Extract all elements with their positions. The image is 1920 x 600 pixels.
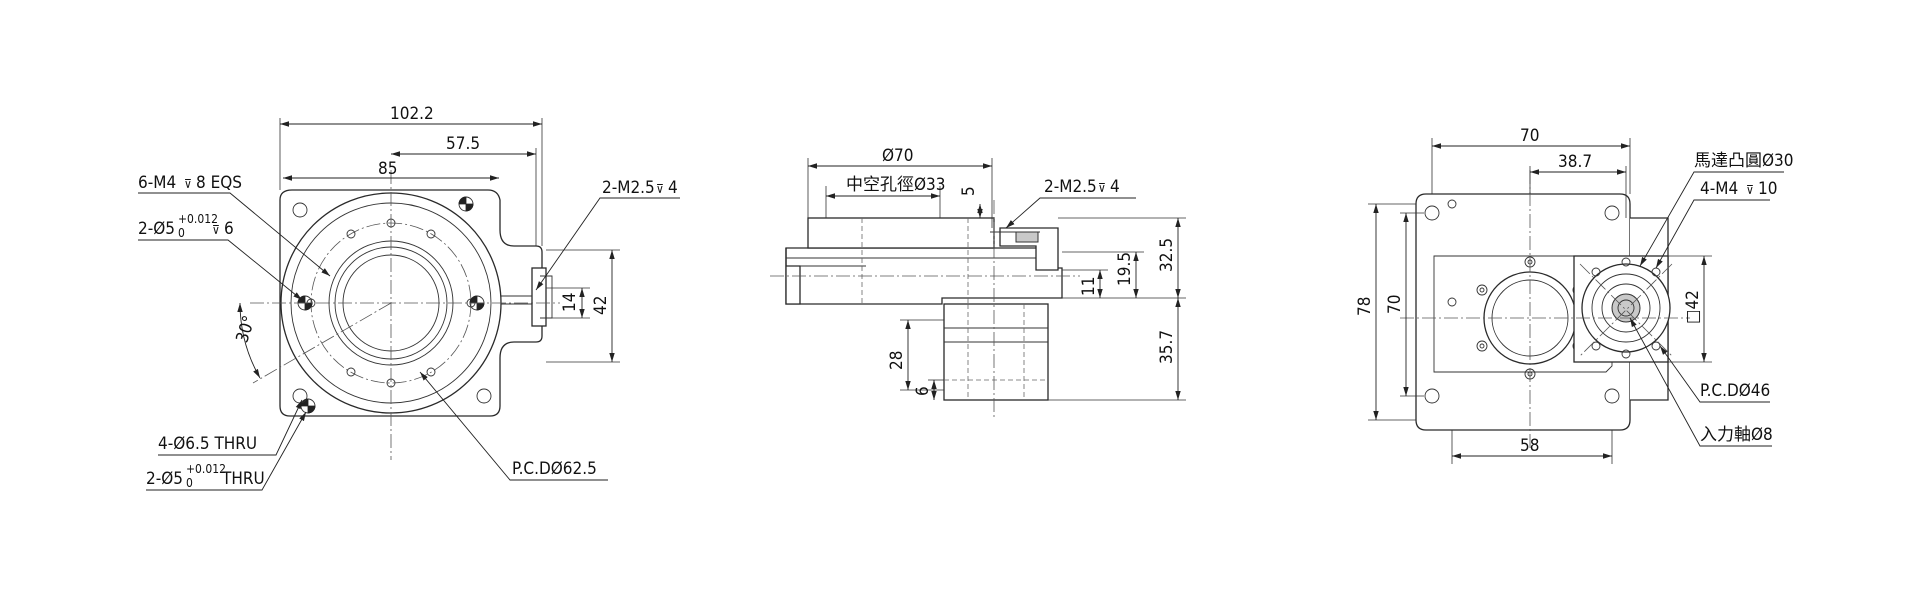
- dim-6: 6: [913, 386, 933, 396]
- side-view-housing: [943, 303, 1049, 401]
- label-6-m4-depth: 8 EQS: [196, 173, 242, 193]
- dim-5: 5: [959, 186, 979, 196]
- side-label-2-m25-depth: 4: [1110, 177, 1120, 197]
- dim-28: 28: [887, 351, 907, 370]
- side-tap-block: [531, 267, 547, 327]
- label-2-phi5-top: 2-Ø5: [138, 219, 175, 239]
- label-2-phi5-top-tol-upper: +0.012: [178, 212, 218, 226]
- label-pcd-625: P.C.DØ62.5: [512, 459, 597, 479]
- label-input-shaft: 入力軸Ø8: [1700, 425, 1773, 445]
- label-2-phi5-top-tol-lower: 0: [178, 226, 185, 240]
- dim-70-side: 70: [1385, 295, 1405, 314]
- label-6-m4-prefix: 6-M4: [138, 173, 176, 193]
- dim-102-2: 102.2: [390, 104, 434, 124]
- dim-11: 11: [1079, 277, 1099, 296]
- side-view-tap-fitting: [999, 227, 1059, 271]
- dim-square-42: □42: [1683, 290, 1703, 324]
- side-view-top-plate: [807, 217, 995, 249]
- dim-85: 85: [378, 159, 397, 179]
- label-pcd-46: P.C.DØ46: [1700, 381, 1770, 401]
- countersink-icon: ⊽: [212, 223, 220, 237]
- label-motor-tap-depth: 10: [1758, 179, 1777, 199]
- dim-57-5: 57.5: [446, 134, 480, 154]
- top-view: 30° 102.2 57.5 85 42 14 6-M4 ⊽ 8 EQS 2-Ø…: [138, 104, 680, 491]
- angle-30-label: 30°: [232, 313, 259, 345]
- label-2-phi5-bottom-tol-lower: 0: [186, 476, 193, 490]
- countersink-icon: ⊽: [656, 182, 664, 196]
- label-2-phi5-bottom-tol-upper: +0.012: [186, 462, 226, 476]
- countersink-icon: ⊽: [184, 177, 192, 191]
- label-2-phi5-bottom: 2-Ø5: [146, 469, 183, 489]
- dim-70-top: 70: [1520, 126, 1539, 146]
- bottom-view: 70 38.7 78 70 58 □42 馬達凸圓Ø30 4-M4 ⊽ 10: [1355, 126, 1794, 464]
- side-view: Ø70 中空孔徑Ø33 5 2-M2.5 ⊽ 4 32.5 35.7 19.5 …: [770, 146, 1186, 420]
- dim-hollow-phi33: 中空孔徑Ø33: [846, 175, 946, 195]
- dim-42: 42: [591, 296, 611, 315]
- dim-19-5: 19.5: [1115, 252, 1135, 286]
- label-2-m25-depth: 4: [668, 178, 678, 198]
- label-2-m25-prefix: 2-M2.5: [602, 178, 655, 198]
- label-motor-boss: 馬達凸圓Ø30: [1694, 151, 1794, 171]
- dim-35-7: 35.7: [1157, 330, 1177, 364]
- label-4-phi65-thru: 4-Ø6.5 THRU: [158, 434, 257, 454]
- dim-14: 14: [560, 293, 580, 312]
- side-label-2-m25: 2-M2.5: [1044, 177, 1097, 197]
- countersink-icon: ⊽: [1098, 181, 1106, 195]
- dim-58: 58: [1520, 436, 1539, 456]
- countersink-icon: ⊽: [1746, 183, 1754, 197]
- label-2-phi5-top-depth: 6: [224, 219, 234, 239]
- label-2-phi5-bottom-suffix: THRU: [221, 469, 265, 489]
- dim-78: 78: [1355, 297, 1375, 316]
- label-motor-tap: 4-M4: [1700, 179, 1738, 199]
- dim-32-5: 32.5: [1157, 238, 1177, 272]
- dim-phi70: Ø70: [882, 146, 914, 166]
- dim-38-7: 38.7: [1558, 152, 1592, 172]
